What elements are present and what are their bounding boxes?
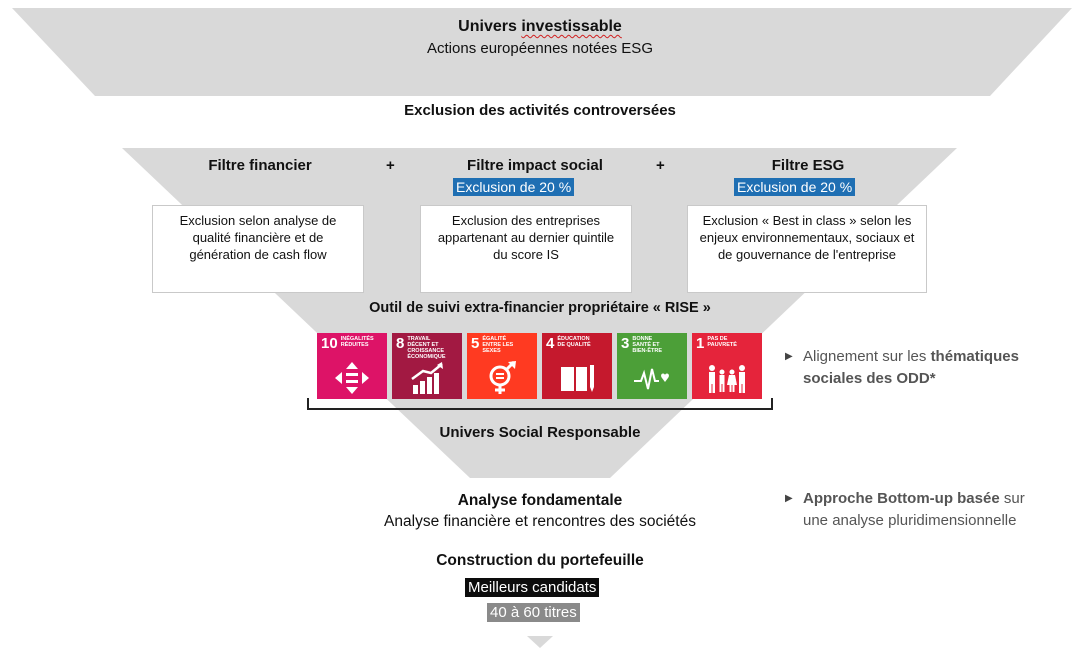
construction-title: Construction du portefeuille xyxy=(436,552,644,569)
filter-esg-tag: Exclusion de 20 % xyxy=(734,178,856,196)
analysis-subtitle: Analyse financière et rencontres des soc… xyxy=(384,513,696,530)
sdg-label: Travail décent et croissance économique xyxy=(407,336,446,360)
filter-financial-box: Exclusion selon analyse de qualité finan… xyxy=(152,205,364,293)
growth-chart-icon xyxy=(411,362,443,394)
side-note-bottomup-plain: sur xyxy=(999,490,1025,507)
sdg-label: Inégalités réduites xyxy=(340,336,374,348)
funnel-top-band xyxy=(12,8,1072,96)
side-note-bottomup-line2: une analyse pluridimensionnelle xyxy=(803,512,1017,529)
side-note-odd-bold: thématiques xyxy=(930,348,1019,365)
sdg-number: 1 xyxy=(696,335,705,352)
family-icon xyxy=(709,365,745,393)
filter-financial-title: Filtre financier xyxy=(208,157,312,174)
side-note-bottomup-bold: Approche Bottom-up basée xyxy=(803,490,1000,507)
sdg-number: 8 xyxy=(396,335,405,352)
sdg-label: Égalité entre les sexes xyxy=(482,336,514,354)
analysis-title: Analyse fondamentale xyxy=(457,492,623,509)
sdg-label: Bonne santé et bien-être xyxy=(632,336,662,354)
sdg-tile-8: 8Travail décent et croissance économique xyxy=(392,333,462,399)
stage2-label: Exclusion des activités controversées xyxy=(404,102,676,119)
construction-tag-count: 40 à 60 titres xyxy=(487,603,580,622)
gender-equality-icon xyxy=(489,361,516,394)
sdg-tile-10: 10Inégalités réduites xyxy=(317,333,387,399)
filter-social-title: Filtre impact social xyxy=(467,157,603,174)
sdg-tile-4: 4Éducation de qualité xyxy=(542,333,612,399)
stage3-label: Univers Social Responsable xyxy=(439,424,641,441)
sdg-number: 5 xyxy=(471,335,480,352)
construction-tag-candidates: Meilleurs candidats xyxy=(465,578,600,597)
side-note-odd-line2: sociales des ODD* xyxy=(803,370,936,387)
rise-label: Outil de suivi extra-financier propriéta… xyxy=(369,300,711,316)
sdg-number: 10 xyxy=(321,335,338,352)
filter-esg-title: Filtre ESG xyxy=(771,157,845,174)
filter-esg-box: Exclusion « Best in class » selon les en… xyxy=(687,205,927,293)
sdg-label: Pas de pauvreté xyxy=(707,336,737,348)
stage1-subtitle: Actions européennes notées ESG xyxy=(427,40,653,57)
stage1-title-suffix: investissable xyxy=(521,18,622,35)
triangle-right-icon: ▶ xyxy=(785,351,793,362)
side-note-odd-text: Alignement sur les thématiques sociales … xyxy=(803,346,1019,390)
filter-social-tag: Exclusion de 20 % xyxy=(453,178,575,196)
side-note-odd-plain: Alignement sur les xyxy=(803,348,931,365)
sdg-tile-5: 5Égalité entre les sexes xyxy=(467,333,537,399)
filter-social-box: Exclusion des entreprises appartenant au… xyxy=(420,205,632,293)
book-pencil-icon xyxy=(561,365,594,392)
triangle-right-icon: ▶ xyxy=(785,493,793,504)
plus-sign: + xyxy=(386,157,395,174)
stage1-title: Univers investissable xyxy=(340,18,740,36)
sdg-number: 4 xyxy=(546,335,555,352)
sdg-tile-1: 1Pas de pauvreté xyxy=(692,333,762,399)
heartbeat-icon xyxy=(634,368,669,390)
sdg-tile-3: 3Bonne santé et bien-être xyxy=(617,333,687,399)
sdg-number: 3 xyxy=(621,335,630,352)
sdg-bracket xyxy=(307,398,773,410)
stage1-title-prefix: Univers xyxy=(458,18,517,35)
sdg-label: Éducation de qualité xyxy=(557,336,591,348)
reduced-inequalities-icon xyxy=(335,362,369,394)
funnel-bottom-tip xyxy=(527,636,553,648)
side-note-bottomup-text: Approche Bottom-up basée sur une analyse… xyxy=(803,488,1025,532)
plus-sign: + xyxy=(656,157,665,174)
